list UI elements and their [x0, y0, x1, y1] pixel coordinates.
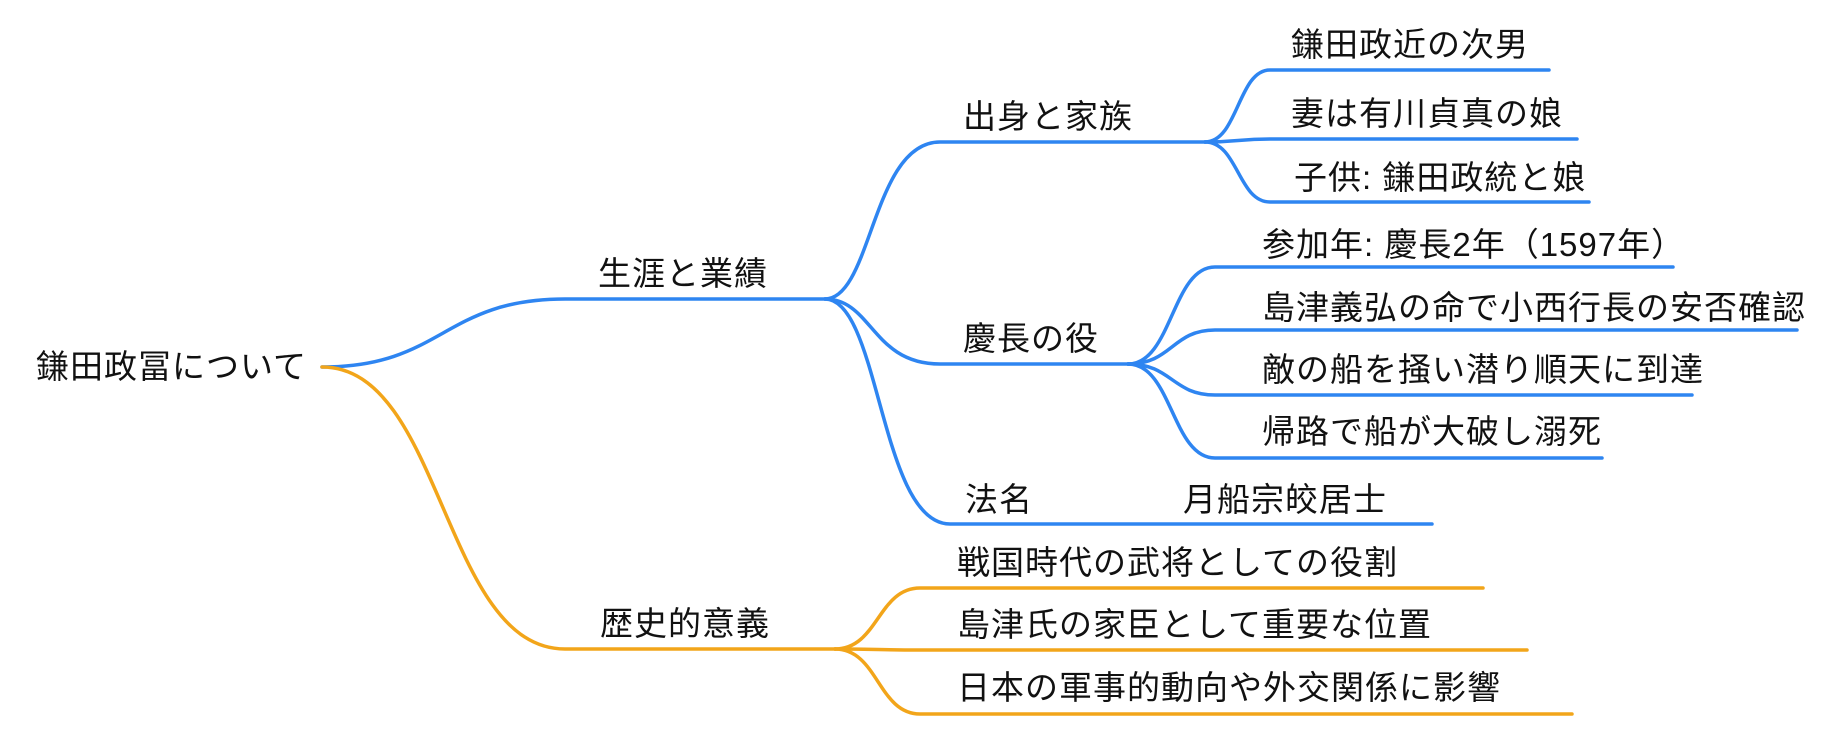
node-participation-year-keicho2-1597[interactable]: 参加年: 慶長2年（1597年） — [1262, 226, 1686, 263]
link-history-to-influence — [833, 647, 1574, 716]
branch-historical-significance[interactable]: 歴史的意義 — [600, 605, 770, 642]
link-root-to-historical-significance — [320, 365, 837, 651]
node-ship-wrecked-drowned[interactable]: 帰路で船が大破し溺死 — [1262, 413, 1602, 450]
link-origin-to-wife — [1203, 137, 1579, 144]
node-origin-and-family[interactable]: 出身と家族 — [963, 98, 1133, 135]
node-keicho-campaign[interactable]: 慶長の役 — [963, 320, 1099, 357]
node-shimazu-retainer-position[interactable]: 島津氏の家臣として重要な位置 — [957, 606, 1433, 643]
link-keicho-to-participation-year — [1126, 265, 1675, 366]
node-sengoku-warlord-role[interactable]: 戦国時代の武将としての役割 — [957, 544, 1399, 581]
link-keicho-to-reach-suncheon — [1126, 362, 1694, 397]
link-origin-to-children — [1203, 140, 1591, 204]
branch-life-and-achievements[interactable]: 生涯と業績 — [598, 255, 768, 292]
node-slip-through-enemy-ships-suncheon[interactable]: 敵の船を掻い潜り順天に到達 — [1262, 351, 1704, 388]
link-history-to-sengoku-role — [833, 586, 1485, 651]
link-keicho-to-safety-confirmation — [1126, 328, 1799, 366]
link-origin-to-second-son — [1203, 68, 1551, 144]
link-history-to-shimazu-retainer — [833, 647, 1529, 652]
node-influence-military-diplomacy[interactable]: 日本の軍事的動向や外交関係に影響 — [957, 669, 1501, 706]
node-second-son-of-masachika[interactable]: 鎌田政近の次男 — [1291, 26, 1529, 63]
node-buddhist-name-value[interactable]: 月船宗皎居士 — [1183, 481, 1387, 518]
link-life-to-buddhist-name — [823, 297, 1434, 526]
link-keicho-to-drowned — [1126, 362, 1604, 460]
link-root-to-life-achievements — [320, 297, 827, 369]
root-node[interactable]: 鎌田政冨について — [36, 348, 308, 385]
link-life-to-origin-family — [823, 140, 1207, 301]
link-life-to-keicho-campaign — [823, 297, 1130, 366]
node-wife-arikawa-sadazane-daughter[interactable]: 妻は有川貞真の娘 — [1291, 95, 1563, 132]
node-children-masatsune-and-daughter[interactable]: 子供: 鎌田政統と娘 — [1294, 159, 1587, 196]
node-buddhist-name[interactable]: 法名 — [965, 481, 1033, 518]
node-safety-confirmation-konishi[interactable]: 島津義弘の命で小西行長の安否確認 — [1262, 289, 1806, 326]
